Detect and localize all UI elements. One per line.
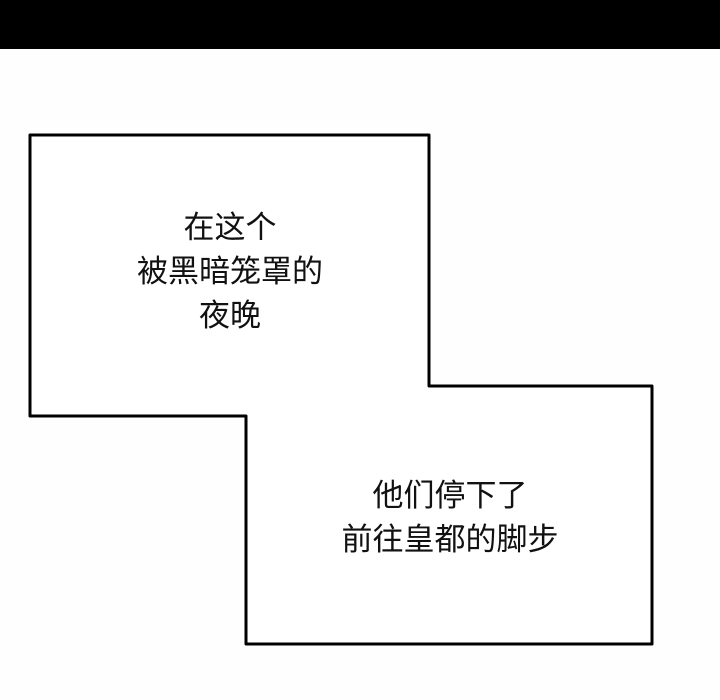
caption-line: 被黑暗笼罩的 <box>137 254 323 290</box>
caption-line: 在这个 <box>183 210 277 246</box>
narration-text-2: 他们停下了 前往皇都的脚步 <box>300 474 600 562</box>
caption-line: 夜晚 <box>199 298 261 334</box>
caption-line: 前往皇都的脚步 <box>341 522 559 558</box>
caption-line: 他们停下了 <box>372 478 528 514</box>
top-black-bar <box>0 0 720 49</box>
narration-text-1: 在这个 被黑暗笼罩的 夜晚 <box>110 206 350 338</box>
